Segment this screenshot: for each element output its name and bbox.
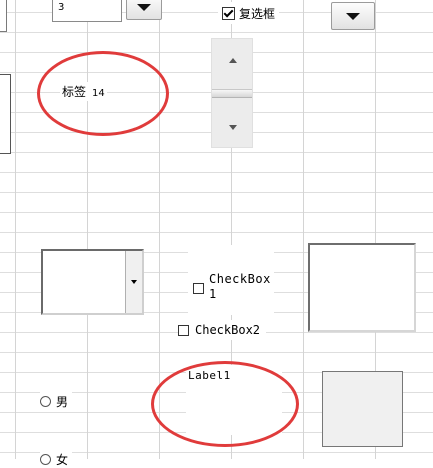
checkbox-2-label: CheckBox2	[195, 323, 261, 337]
combo-dropdown-button[interactable]	[125, 251, 142, 313]
edit-box-partial[interactable]	[0, 74, 11, 154]
option-label: 女	[56, 452, 69, 467]
checkbox-1[interactable]: CheckBox1	[193, 272, 273, 302]
combo-box-value: 3	[58, 2, 65, 13]
checkbox-form[interactable]: 复选框	[218, 2, 280, 24]
edit-box-partial[interactable]	[0, 0, 7, 32]
checkbox-background	[188, 245, 274, 315]
radio-unselected-icon[interactable]	[40, 453, 51, 465]
activex-combo-box[interactable]	[41, 249, 144, 315]
checkbox-unchecked-icon[interactable]	[178, 324, 189, 336]
highlight-ellipse	[37, 51, 169, 136]
dropdown-arrow-icon	[137, 3, 151, 11]
checkbox-unchecked-icon[interactable]	[193, 283, 204, 294]
checkbox-2[interactable]: CheckBox2	[178, 320, 267, 340]
spin-up-icon[interactable]	[229, 58, 237, 63]
checkbox-checked-icon[interactable]	[222, 6, 235, 20]
dropdown-arrow-icon	[346, 12, 360, 20]
dropdown-arrow-icon	[131, 280, 137, 284]
radio-unselected-icon[interactable]	[40, 395, 51, 407]
option-label: 男	[56, 394, 69, 409]
option-button-2[interactable]: 女	[40, 450, 73, 468]
spin-button[interactable]	[211, 38, 253, 148]
checkbox-1-label: CheckBox1	[209, 272, 271, 301]
activex-text-box[interactable]	[308, 243, 416, 332]
combo-dropdown-button[interactable]	[126, 0, 162, 20]
combo-box[interactable]: 3	[52, 0, 122, 22]
highlight-ellipse	[151, 361, 299, 447]
checkbox-label: 复选框	[239, 6, 276, 21]
option-button-1[interactable]: 男	[40, 392, 73, 410]
spin-thumb[interactable]	[212, 89, 252, 98]
dropdown-button[interactable]	[331, 2, 375, 30]
image-control[interactable]	[322, 371, 403, 447]
spin-down-icon[interactable]	[229, 125, 237, 130]
